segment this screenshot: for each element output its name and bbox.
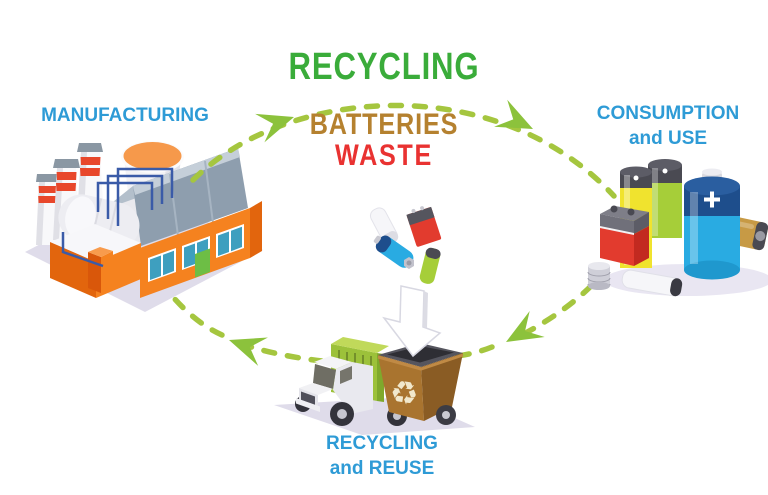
button-cells-icon bbox=[587, 262, 611, 290]
factory-roof-front bbox=[133, 148, 248, 246]
factory-window-icon bbox=[216, 224, 244, 258]
down-arrow-icon bbox=[382, 285, 442, 358]
label-recycling-reuse: RECYCLING and REUSE bbox=[299, 431, 465, 481]
label-consumption-line2: and USE bbox=[628, 128, 708, 149]
truck-windshield bbox=[313, 364, 336, 389]
falling-nut-icon bbox=[404, 257, 414, 269]
truck-grille bbox=[301, 391, 315, 405]
falling-green-battery-icon bbox=[419, 247, 441, 284]
factory-pipes-icon bbox=[61, 167, 174, 268]
arrowhead-icon bbox=[229, 337, 268, 366]
factory-main-hall bbox=[103, 148, 262, 298]
title-batteries: BATTERIES bbox=[309, 108, 459, 141]
green-battery-icon bbox=[648, 159, 682, 238]
falling-batteries bbox=[369, 206, 442, 284]
falling-blue-battery-icon bbox=[373, 235, 414, 268]
nine-volt-battery-icon bbox=[600, 205, 649, 266]
dashed-arc-right-tail bbox=[455, 344, 495, 359]
arrowhead-icon bbox=[494, 99, 533, 129]
recycle-bin-illustration: ♻ bbox=[377, 343, 464, 425]
label-recycling-line2: and REUSE bbox=[329, 458, 435, 479]
falling-9v-battery-icon bbox=[406, 206, 442, 247]
label-manufacturing: MANUFACTURING bbox=[41, 105, 209, 126]
blue-battery-icon bbox=[684, 168, 740, 280]
bin-front-face bbox=[378, 355, 424, 421]
label-consumption-line1: CONSUMPTION bbox=[596, 103, 740, 124]
label-consumption: CONSUMPTION and USE bbox=[586, 101, 750, 151]
truck-side-window bbox=[340, 366, 352, 384]
dashed-arc-top bbox=[190, 102, 617, 199]
recycle-symbol-icon: ♻ bbox=[387, 372, 421, 414]
title-recycling: RECYCLING bbox=[288, 46, 480, 88]
label-recycling-line1: RECYCLING bbox=[326, 433, 438, 454]
arrowhead-icon bbox=[255, 113, 294, 143]
dashed-arc-bottom-tail bbox=[170, 294, 225, 338]
factory-window-icon bbox=[148, 248, 176, 282]
factory-door bbox=[195, 248, 210, 278]
bin-side-face bbox=[421, 353, 463, 421]
batteries-illustration bbox=[587, 159, 768, 297]
title-waste: WASTE bbox=[334, 139, 433, 172]
cycle-arrows bbox=[170, 99, 617, 366]
arrowhead-icon bbox=[506, 311, 545, 342]
factory-annex bbox=[50, 224, 141, 298]
factory-end-wall bbox=[250, 201, 262, 258]
truck-cab bbox=[295, 356, 407, 426]
truck-bumper bbox=[296, 398, 320, 412]
factory-illustration bbox=[25, 141, 263, 312]
white-battery-icon bbox=[621, 269, 683, 297]
